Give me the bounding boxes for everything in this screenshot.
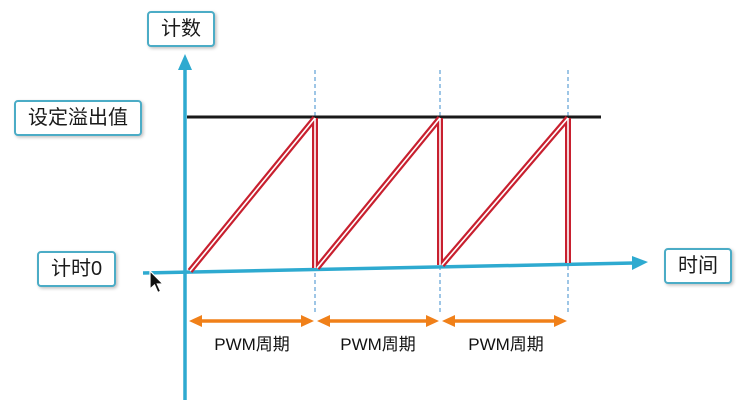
pwm-period-label-1: PWM周期 [214,335,290,354]
period-arrow-2 [317,315,439,327]
y-axis-arrowhead [178,54,192,70]
overflow-value-label: 设定溢出值 [14,100,142,136]
sawtooth-waveform-core [189,117,569,272]
period-arrow-1 [189,315,314,327]
sawtooth-waveform [187,116,571,273]
x-axis-arrowhead [632,256,648,270]
period-arrow-3 [442,315,567,327]
pwm-period-label-3: PWM周期 [468,335,544,354]
x-axis-label: 时间 [664,248,732,284]
pwm-period-label-2: PWM周期 [340,335,416,354]
y-axis-label: 计数 [147,11,215,47]
x-axis-line [142,261,635,275]
origin-label: 计时0 [37,251,117,287]
mouse-cursor-icon [149,269,165,294]
